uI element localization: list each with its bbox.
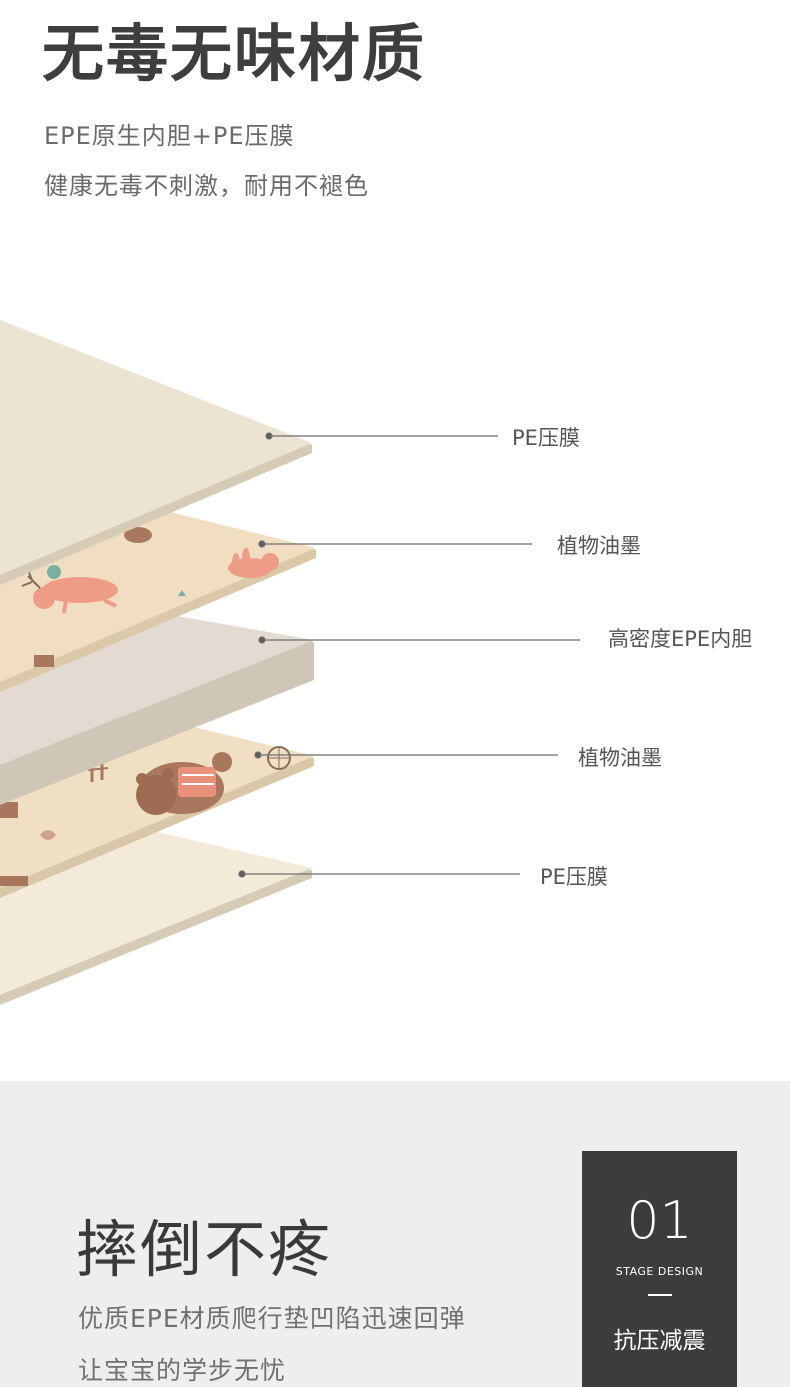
feature-title: 摔倒不疼 — [76, 1213, 333, 1286]
stage-badge: 01 STAGE DESIGN 抗压减震 — [582, 1151, 737, 1387]
label-bottom-pe-film: PE压膜 — [540, 865, 608, 889]
feature-panel: 摔倒不疼 优质EPE材质爬行垫凹陷迅速回弹 让宝宝的学步无忧 01 STAGE … — [0, 1081, 790, 1387]
subtitle-materials: EPE原生内胆+PE压膜 — [44, 122, 295, 150]
feature-description-2: 让宝宝的学步无忧 — [78, 1356, 287, 1385]
callout-lines — [238, 432, 580, 878]
hedgehog-illustration — [124, 527, 152, 543]
bear-illustration — [136, 746, 291, 815]
stage-label: 抗压减震 — [613, 1328, 706, 1354]
stage-english-label: STAGE DESIGN — [615, 1265, 704, 1278]
subtitle-benefits: 健康无毒不刺激，耐用不褪色 — [44, 172, 369, 200]
label-top-pe-film: PE压膜 — [512, 426, 580, 450]
label-upper-ink: 植物油墨 — [557, 534, 641, 558]
stage-number: 01 — [626, 1191, 693, 1251]
mat-layers-illustration — [0, 320, 580, 1005]
stage-divider — [648, 1294, 672, 1296]
layer-top-pe-film — [0, 320, 312, 585]
page-title: 无毒无味材质 — [42, 17, 427, 90]
bunny-illustration — [228, 548, 279, 578]
feature-description: 优质EPE材质爬行垫凹陷迅速回弹 — [78, 1304, 466, 1333]
label-lower-ink: 植物油墨 — [578, 746, 662, 770]
label-core-epe: 高密度EPE内胆 — [608, 627, 753, 651]
